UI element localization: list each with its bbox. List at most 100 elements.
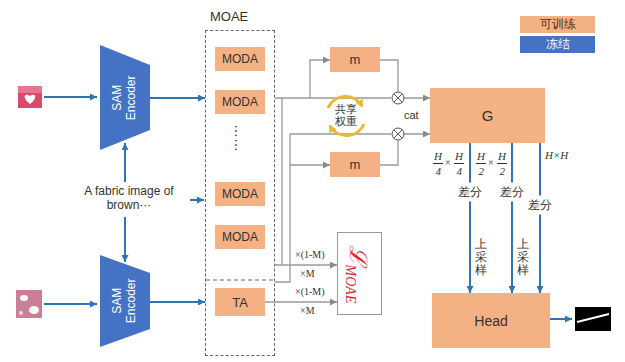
upsample-label: 上采样	[517, 238, 529, 278]
process-box: MODA	[215, 90, 265, 114]
multiply-cross	[394, 130, 402, 138]
fraction-term: H	[477, 150, 485, 163]
process-box: G	[430, 88, 545, 143]
label-holder: H	[498, 150, 506, 163]
edge-label: 差分	[527, 196, 553, 215]
module-group: MOAEMODAMODAMODAMODATA	[205, 30, 275, 356]
encoder-label: SAM Encoder	[111, 273, 139, 329]
label-holder: A fabric image of brown···	[66, 185, 192, 213]
encoder-trapezoid	[100, 255, 150, 347]
encoder-block: SAM Encoder	[100, 255, 150, 347]
times-sign: ×	[488, 157, 494, 169]
fabric-image	[16, 290, 42, 318]
input-image	[16, 290, 42, 318]
text-arrow	[124, 143, 126, 182]
loss-symbol: ℒMOAE	[343, 244, 377, 303]
label-holder: 上采样	[517, 238, 529, 278]
box-label: MODA	[222, 95, 258, 109]
mask-factor: ×M	[300, 268, 315, 280]
multiply-circle	[392, 128, 404, 140]
input-text: A fabric image of brown···	[66, 185, 192, 213]
connector	[275, 60, 330, 98]
process-box: MODA	[215, 225, 265, 249]
fabric-stripe	[18, 86, 42, 93]
legend-row: 可训练	[520, 16, 595, 33]
process-box: MODA	[215, 47, 265, 71]
box-label: G	[482, 107, 494, 124]
box-label: Head	[474, 313, 507, 329]
defect-line	[577, 314, 609, 322]
loss-box: ℒMOAE	[337, 232, 382, 315]
input-arrow	[44, 303, 97, 305]
upsample-label: 上采样	[475, 238, 487, 278]
mask-factor: ×M	[300, 305, 315, 317]
text-arrow	[190, 199, 204, 201]
process-box: m	[330, 152, 380, 177]
loss-subscript: MOAE	[343, 264, 359, 303]
label-holder: 上采样	[475, 238, 487, 278]
fabric-spot	[19, 311, 23, 315]
box-label: MODA	[222, 187, 258, 201]
multiply-circle	[392, 92, 404, 104]
fraction-term: 2	[500, 165, 506, 178]
fraction-term: 4	[436, 165, 442, 178]
edge-label: 差分	[457, 183, 483, 202]
feature-wire	[281, 98, 282, 265]
process-box: Head	[432, 293, 550, 348]
multiply-symbol	[392, 92, 404, 104]
label-holder: ×(1-M)	[295, 286, 325, 298]
label-holder: H	[477, 150, 485, 163]
fraction-term: H	[434, 150, 442, 163]
fraction-term: H	[498, 150, 506, 163]
fabric-spot	[29, 306, 39, 314]
loss-symbol-letter: ℒ	[344, 244, 377, 264]
connector	[150, 97, 205, 99]
label-holder: 共享权重	[334, 103, 358, 127]
connector	[469, 143, 471, 293]
connector	[150, 301, 205, 303]
connector	[539, 143, 541, 293]
fraction-term: 2	[479, 165, 485, 178]
label-holder: H	[455, 150, 463, 163]
label-holder: ×	[445, 157, 451, 169]
connector	[265, 301, 337, 302]
connector	[511, 143, 513, 293]
group-divider	[206, 280, 274, 281]
label-holder: H	[434, 150, 442, 163]
legend-text: 可训练	[520, 16, 595, 33]
fraction-term: 4	[457, 165, 463, 178]
box-label: MODA	[222, 52, 258, 66]
legend-row: 冻结	[520, 36, 595, 53]
output-arrow	[550, 318, 572, 320]
ellipsis-mark: ……	[232, 124, 248, 152]
edge-label-holder: 差分	[499, 183, 525, 202]
encoder-trapezoid	[100, 45, 150, 150]
connector	[380, 134, 430, 165]
multiply-cross	[394, 94, 402, 102]
box-label: MODA	[222, 230, 258, 244]
output-mask	[575, 307, 611, 331]
box-label: TA	[232, 295, 248, 310]
fraction-term: H	[455, 150, 463, 163]
box-label: m	[350, 52, 361, 67]
group-heading: MOAE	[210, 9, 278, 24]
mask-factor: ×(1-M)	[295, 249, 325, 261]
label-holder: ……	[226, 130, 254, 146]
process-box: TA	[215, 288, 265, 316]
mask-factor: ×(1-M)	[295, 286, 325, 298]
label-holder: 2	[500, 165, 506, 178]
times-sign: ×	[445, 157, 451, 169]
label-holder: ×M	[300, 268, 315, 280]
text-arrow	[124, 217, 126, 262]
label-holder: 4	[457, 165, 463, 178]
fabric-image	[18, 86, 42, 108]
encoder-block: SAM Encoder	[100, 45, 150, 150]
shared-weight-note: 共享权重	[334, 103, 358, 127]
label-holder: 2	[479, 165, 485, 178]
label-holder: 4	[436, 165, 442, 178]
concat-label: cat	[404, 109, 419, 122]
connector	[275, 264, 337, 265]
input-image	[18, 86, 42, 108]
label-holder: cat	[404, 109, 419, 122]
edge-label: 差分	[499, 183, 525, 202]
